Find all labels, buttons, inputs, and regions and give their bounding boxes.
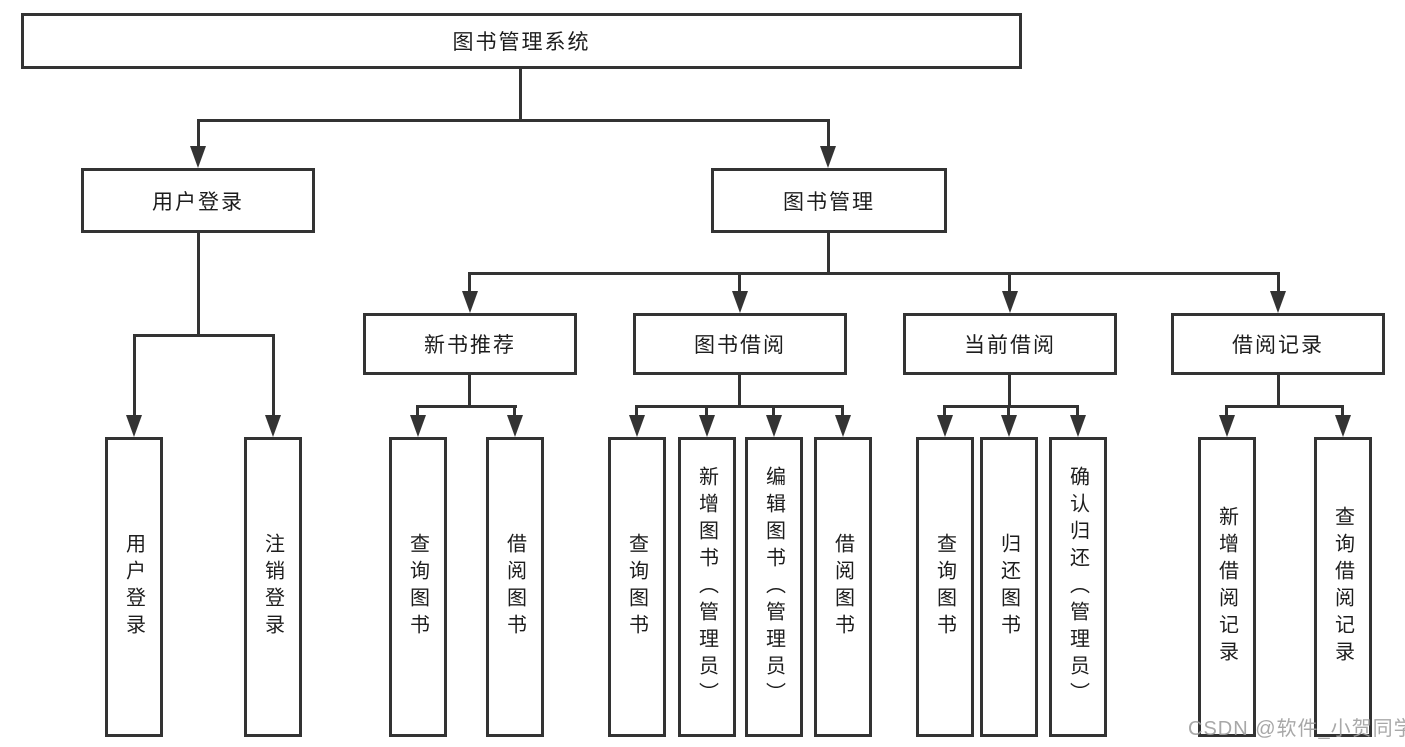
leaf-user-login: 用户登录 (105, 437, 163, 737)
arrowhead (1002, 291, 1018, 313)
arrowhead (126, 415, 142, 437)
connector-line (1225, 405, 1228, 417)
connector-line (943, 405, 946, 417)
leaf-borrowing-borrow-books-label: 借阅图书 (831, 533, 854, 641)
leaf-return-books: 归还图书 (980, 437, 1038, 737)
connector-line (197, 233, 200, 337)
leaf-borrowing-query-books: 查询图书 (608, 437, 666, 737)
leaf-recommend-query-books-label: 查询图书 (406, 533, 429, 641)
leaf-logout: 注销登录 (244, 437, 302, 737)
arrowhead (835, 415, 851, 437)
leaf-borrowing-borrow-books: 借阅图书 (814, 437, 872, 737)
arrowhead (462, 291, 478, 313)
leaf-add-books-admin-label: 新增图书（管理员） (695, 465, 718, 709)
node-new-book-recommend-label: 新书推荐 (424, 334, 516, 357)
arrowhead (699, 415, 715, 437)
connector-line (1226, 405, 1344, 408)
arrowhead (732, 291, 748, 313)
node-borrow-records-label: 借阅记录 (1232, 334, 1324, 357)
leaf-user-login-label: 用户登录 (122, 533, 145, 641)
connector-line (468, 272, 471, 293)
leaf-query-borrow-record-label: 查询借阅记录 (1331, 506, 1354, 668)
connector-line (468, 375, 471, 408)
connector-line (1277, 272, 1280, 293)
node-current-borrowing: 当前借阅 (903, 313, 1117, 375)
connector-line (738, 272, 741, 293)
arrowhead (410, 415, 426, 437)
leaf-edit-books-admin: 编辑图书（管理员） (745, 437, 803, 737)
leaf-borrowing-query-books-label: 查询图书 (625, 533, 648, 641)
connector-line (417, 405, 517, 408)
connector-line (133, 334, 136, 417)
node-borrow-records: 借阅记录 (1171, 313, 1385, 375)
leaf-current-query-books-label: 查询图书 (933, 533, 956, 641)
connector-line (416, 405, 419, 417)
node-book-management-label: 图书管理 (783, 190, 875, 214)
arrowhead (766, 415, 782, 437)
connector-line (133, 334, 275, 337)
connector-line (1008, 375, 1011, 408)
connector-line (1008, 272, 1011, 293)
connector-line (513, 405, 516, 417)
arrowhead (507, 415, 523, 437)
connector-line (1076, 405, 1079, 417)
connector-line (1341, 405, 1344, 417)
connector-line (272, 334, 275, 417)
node-root-library-system: 图书管理系统 (21, 13, 1022, 69)
leaf-add-borrow-record-label: 新增借阅记录 (1215, 506, 1238, 668)
arrowhead (1270, 291, 1286, 313)
connector-line (827, 119, 830, 148)
connector-line (635, 405, 638, 417)
arrowhead (265, 415, 281, 437)
node-user-login: 用户登录 (81, 168, 315, 233)
leaf-confirm-return-admin-label: 确认归还（管理员） (1066, 465, 1089, 709)
leaf-add-books-admin: 新增图书（管理员） (678, 437, 736, 737)
node-book-borrowing-label: 图书借阅 (694, 334, 786, 357)
connector-line (705, 405, 708, 417)
connector-line (944, 405, 1079, 408)
arrowhead (1070, 415, 1086, 437)
connector-line (772, 405, 775, 417)
node-user-login-label: 用户登录 (152, 190, 244, 214)
connector-line (841, 405, 844, 417)
arrowhead (1335, 415, 1351, 437)
leaf-query-borrow-record: 查询借阅记录 (1314, 437, 1372, 737)
leaf-edit-books-admin-label: 编辑图书（管理员） (762, 465, 785, 709)
connector-line (469, 272, 1280, 275)
node-book-borrowing: 图书借阅 (633, 313, 847, 375)
node-root-label: 图书管理系统 (452, 31, 591, 54)
watermark: CSDN @软件_小贺同学 (1188, 718, 1405, 740)
leaf-logout-label: 注销登录 (261, 533, 284, 641)
node-book-management: 图书管理 (711, 168, 947, 233)
connector-line (1007, 405, 1010, 417)
connector-line (1277, 375, 1280, 408)
leaf-recommend-borrow-books: 借阅图书 (486, 437, 544, 737)
arrowhead (190, 146, 206, 168)
arrowhead (1219, 415, 1235, 437)
connector-line (519, 69, 522, 122)
connector-line (197, 119, 830, 122)
leaf-return-books-label: 归还图书 (997, 533, 1020, 641)
leaf-confirm-return-admin: 确认归还（管理员） (1049, 437, 1107, 737)
connector-line (197, 119, 200, 148)
connector-line (738, 375, 741, 408)
arrowhead (629, 415, 645, 437)
leaf-recommend-query-books: 查询图书 (389, 437, 447, 737)
node-new-book-recommend: 新书推荐 (363, 313, 577, 375)
arrowhead (1001, 415, 1017, 437)
leaf-current-query-books: 查询图书 (916, 437, 974, 737)
node-current-borrowing-label: 当前借阅 (964, 334, 1056, 357)
leaf-recommend-borrow-books-label: 借阅图书 (503, 533, 526, 641)
connector-line (636, 405, 844, 408)
arrowhead (820, 146, 836, 168)
connector-line (827, 233, 830, 275)
leaf-add-borrow-record: 新增借阅记录 (1198, 437, 1256, 737)
arrowhead (937, 415, 953, 437)
